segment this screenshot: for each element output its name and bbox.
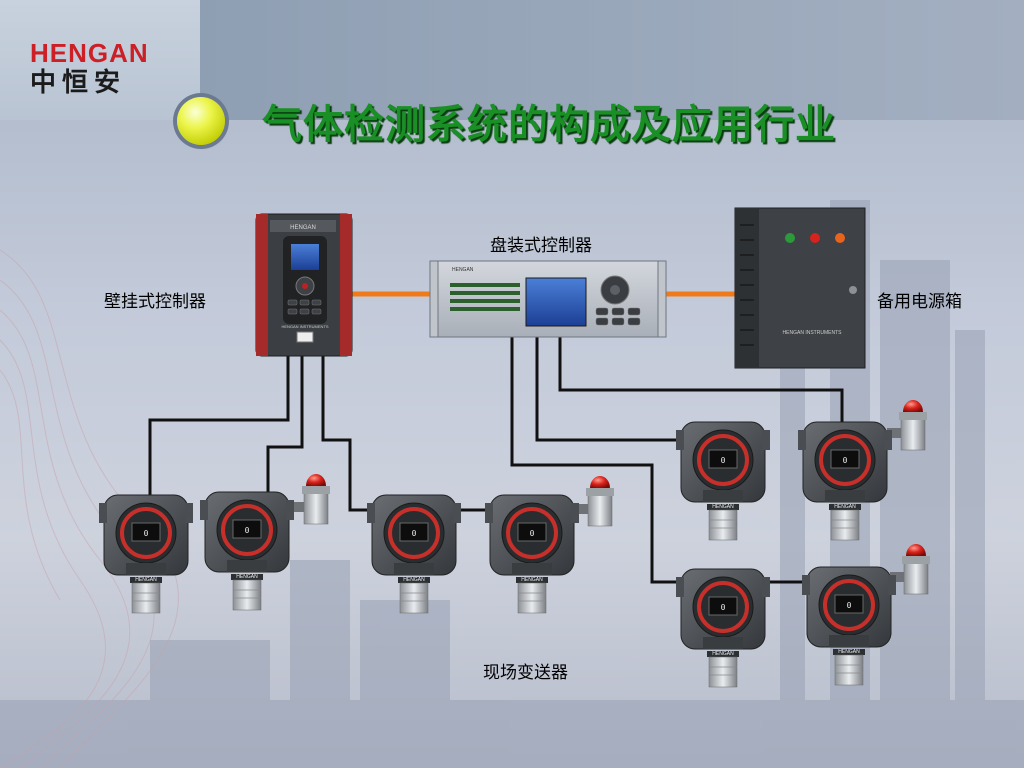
detector-reading: 0 [144,529,149,538]
detector-reading: 0 [412,529,417,538]
detector-6: 0 HENGAN [796,399,928,542]
label-wall-controller: 壁挂式控制器 [104,292,206,312]
logo-text-cn: 中恒安 [30,68,127,98]
header-left-panel [0,0,200,120]
power-box-label: HENGAN INSTRUMENTS [783,330,843,336]
label-panel-controller: 盘装式控制器 [490,236,592,256]
bullet-ball-icon [177,97,225,145]
panel-mounted-controller: HENGAN [429,260,667,338]
detector-tag: HENGAN [838,649,860,655]
detector-tag: HENGAN [236,574,258,580]
detector-4: 0 HENGAN [483,475,615,615]
detector-5: 0 HENGAN [674,420,772,542]
detector-reading: 0 [721,456,726,465]
detector-tag: HENGAN [834,504,856,510]
detector-1: 0 HENGAN [97,493,195,615]
detector-3: 0 HENGAN [365,493,463,615]
label-field-transmitter: 现场变送器 [483,663,568,683]
detector-reading: 0 [721,603,726,612]
detector-reading: 0 [245,526,250,535]
detector-tag: HENGAN [521,577,543,583]
logo-text-en: HENGAN [30,38,149,68]
detector-7: 0 HENGAN [674,567,772,689]
detector-reading: 0 [847,601,852,610]
detector-tag: HENGAN [135,577,157,583]
detector-2: 0 HENGAN [198,473,331,612]
detector-tag: HENGAN [403,577,425,583]
detector-reading: 0 [530,529,535,538]
slide-title: 气体检测系统的构成及应用行业 [262,102,836,148]
detector-reading: 0 [843,456,848,465]
detector-tag: HENGAN [712,504,734,510]
header-band [200,0,1024,120]
backup-power-box: HENGAN INSTRUMENTS [734,207,866,369]
hengan-logo: HENGAN 中恒安 [30,40,170,98]
label-backup-power: 备用电源箱 [877,292,962,312]
field-wiring [148,335,844,584]
wall-controller-footer: HENGAN INSTRUMENTS [281,324,328,329]
wall-mounted-controller: HENGAN HENGAN INSTRUMENTS [255,213,353,357]
panel-channel-leds [450,283,520,311]
panel-controller-brand: HENGAN [452,267,474,273]
wall-controller-brand: HENGAN [290,225,316,231]
detector-8: 0 HENGAN [800,543,931,687]
detector-tag: HENGAN [712,651,734,657]
